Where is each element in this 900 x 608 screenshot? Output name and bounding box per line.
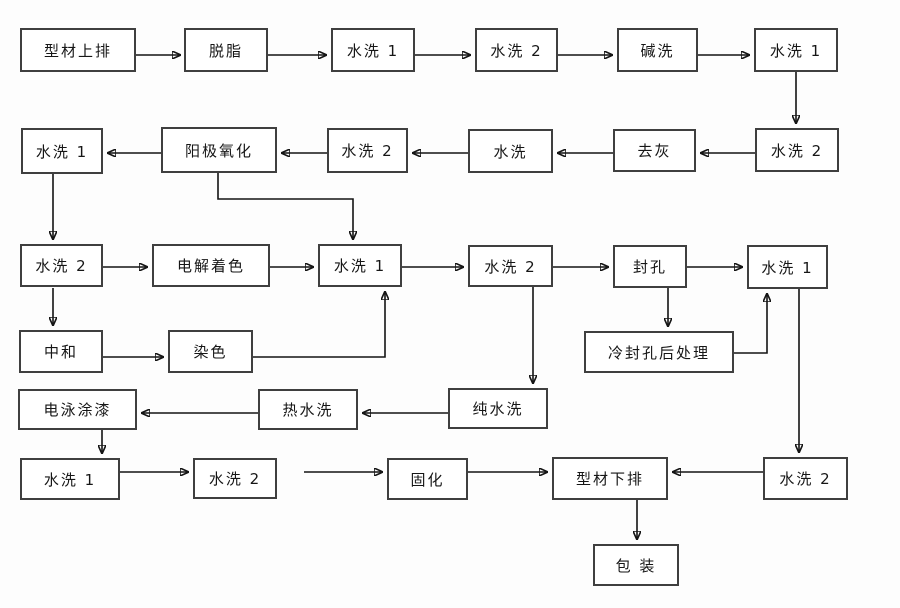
- edge-dye-elbow-wash1: [253, 292, 385, 358]
- node-pure-wash: 纯水洗: [448, 388, 548, 429]
- node-deash: 去灰: [613, 129, 696, 172]
- node-profile-up: 型材上排: [20, 28, 136, 72]
- node-r2-wash2a: 水洗 2: [755, 128, 839, 172]
- node-seal: 封孔: [613, 245, 687, 288]
- node-r2-wash: 水洗: [468, 129, 553, 173]
- node-e-coat: 电泳涂漆: [18, 389, 137, 430]
- node-r6-wash2a: 水洗 2: [193, 458, 277, 499]
- node-alkali-wash: 碱洗: [617, 28, 698, 72]
- node-dye: 染色: [168, 330, 253, 373]
- node-pack: 包 装: [593, 544, 679, 586]
- node-r2-wash2b: 水洗 2: [327, 128, 408, 173]
- node-r3-wash1a: 水洗 1: [318, 244, 402, 287]
- node-anodize: 阳极氧化: [161, 127, 277, 173]
- node-hot-wash: 热水洗: [258, 389, 358, 430]
- node-r6-wash2b: 水洗 2: [763, 457, 848, 500]
- edge-coldseal-elbow-wash1: [734, 294, 767, 354]
- node-profile-down: 型材下排: [552, 457, 668, 500]
- node-r3-wash2a: 水洗 2: [20, 244, 103, 287]
- node-r3-wash2b: 水洗 2: [468, 245, 553, 287]
- node-degrease: 脱脂: [184, 28, 268, 72]
- node-r3-wash1b: 水洗 1: [747, 245, 828, 289]
- node-r6-wash1: 水洗 1: [20, 458, 120, 500]
- node-r1-wash2: 水洗 2: [475, 28, 558, 72]
- node-electro-color: 电解着色: [152, 244, 270, 287]
- edge-anodize-elbow-wash1: [217, 173, 353, 239]
- node-r1-wash1: 水洗 1: [331, 28, 415, 72]
- node-cure: 固化: [387, 458, 468, 500]
- node-r2-wash1: 水洗 1: [21, 128, 103, 174]
- node-r1-wash3: 水洗 1: [754, 28, 838, 72]
- node-neutralize: 中和: [19, 330, 103, 373]
- node-cold-seal-post: 冷封孔后处理: [584, 331, 734, 373]
